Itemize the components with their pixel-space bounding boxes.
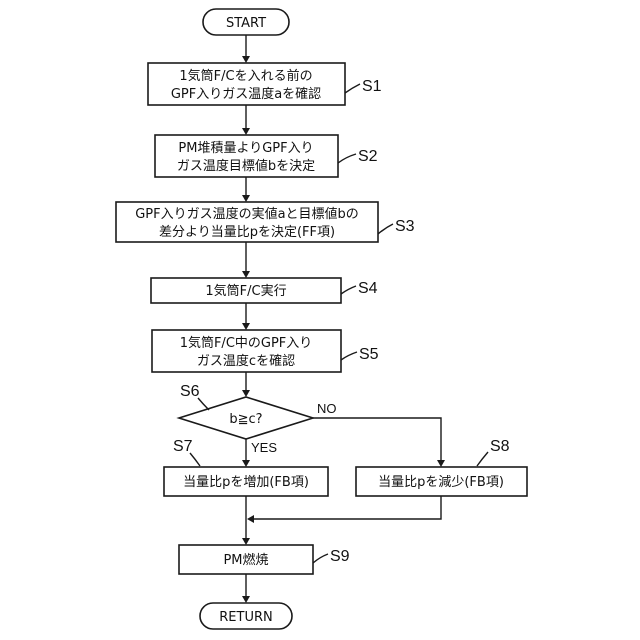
s1-step-label: S1 xyxy=(362,78,382,95)
start-label: START xyxy=(226,16,266,31)
arrowhead-s6 xyxy=(242,390,250,397)
arrowhead-s2 xyxy=(242,128,250,135)
s2-text-line-2: ガス温度目標値bを決定 xyxy=(177,158,315,174)
arrowhead-s3 xyxy=(242,195,250,202)
start-terminal: START xyxy=(203,9,289,35)
arrowhead-merge xyxy=(247,515,254,523)
process-box-s9: PM燃焼 xyxy=(179,545,313,574)
s2-text-line-1: PM堆積量よりGPF入り xyxy=(178,141,313,156)
process-box-s7: 当量比pを増加(FB項) xyxy=(164,467,328,496)
arrowhead-s4 xyxy=(242,271,250,278)
s3-text-line-1: GPF入りガス温度の実値aと目標値bの xyxy=(135,206,359,222)
s1-label-leader xyxy=(345,84,360,93)
arrowhead-return xyxy=(242,596,250,603)
s4-text: 1気筒F/C実行 xyxy=(205,283,286,299)
s8-label-leader xyxy=(477,452,488,466)
connector-s8-merge xyxy=(254,496,441,519)
no-branch-label: NO xyxy=(317,401,337,416)
s8-text: 当量比pを減少(FB項) xyxy=(378,474,504,490)
s6-label-leader xyxy=(198,398,209,410)
return-label: RETURN xyxy=(219,610,272,625)
s4-label-leader xyxy=(341,286,356,294)
flow-connectors xyxy=(242,35,445,603)
arrowhead-s9 xyxy=(242,538,250,545)
process-box-s4: 1気筒F/C実行 xyxy=(151,278,341,303)
process-box-s3: GPF入りガス温度の実値aと目標値bの 差分より当量比pを決定(FF項) xyxy=(116,202,378,242)
s7-step-label: S7 xyxy=(173,438,193,455)
s7-label-leader xyxy=(190,453,200,466)
process-box-s8: 当量比pを減少(FB項) xyxy=(356,467,527,496)
process-box-s2: PM堆積量よりGPF入り ガス温度目標値bを決定 xyxy=(155,135,338,177)
s5-text-line-1: 1気筒F/C中のGPF入り xyxy=(180,335,313,351)
s1-text-line-2: GPF入りガス温度aを確認 xyxy=(171,86,321,102)
decision-diamond-s6: b≧c? xyxy=(179,397,313,439)
s6-condition-text: b≧c? xyxy=(229,412,262,427)
arrowhead-s7 xyxy=(242,460,250,467)
s2-label-leader xyxy=(338,154,356,163)
process-box-s5: 1気筒F/C中のGPF入り ガス温度cを確認 xyxy=(152,330,341,372)
return-terminal: RETURN xyxy=(200,603,292,629)
arrowhead-s1 xyxy=(242,56,250,63)
s9-step-label: S9 xyxy=(330,548,350,565)
s9-label-leader xyxy=(313,554,328,563)
s9-text: PM燃焼 xyxy=(223,552,268,568)
s3-text-line-2: 差分より当量比pを決定(FF項) xyxy=(159,225,335,240)
s5-label-leader xyxy=(341,352,357,360)
yes-branch-label: YES xyxy=(251,440,277,455)
s8-step-label: S8 xyxy=(490,438,510,455)
process-box-s1: 1気筒F/Cを入れる前の GPF入りガス温度aを確認 xyxy=(148,63,345,105)
s3-step-label: S3 xyxy=(395,218,415,235)
arrowhead-s8 xyxy=(437,460,445,467)
s5-text-line-2: ガス温度cを確認 xyxy=(197,353,295,369)
s3-label-leader xyxy=(378,224,393,234)
s1-text-line-1: 1気筒F/Cを入れる前の xyxy=(179,68,312,84)
arrowhead-s5 xyxy=(242,323,250,330)
connector-no-s8 xyxy=(313,418,441,460)
s4-step-label: S4 xyxy=(358,280,378,297)
s6-step-label: S6 xyxy=(180,383,200,400)
s2-step-label: S2 xyxy=(358,148,378,165)
s5-step-label: S5 xyxy=(359,346,379,363)
s7-text: 当量比pを増加(FB項) xyxy=(183,475,309,490)
